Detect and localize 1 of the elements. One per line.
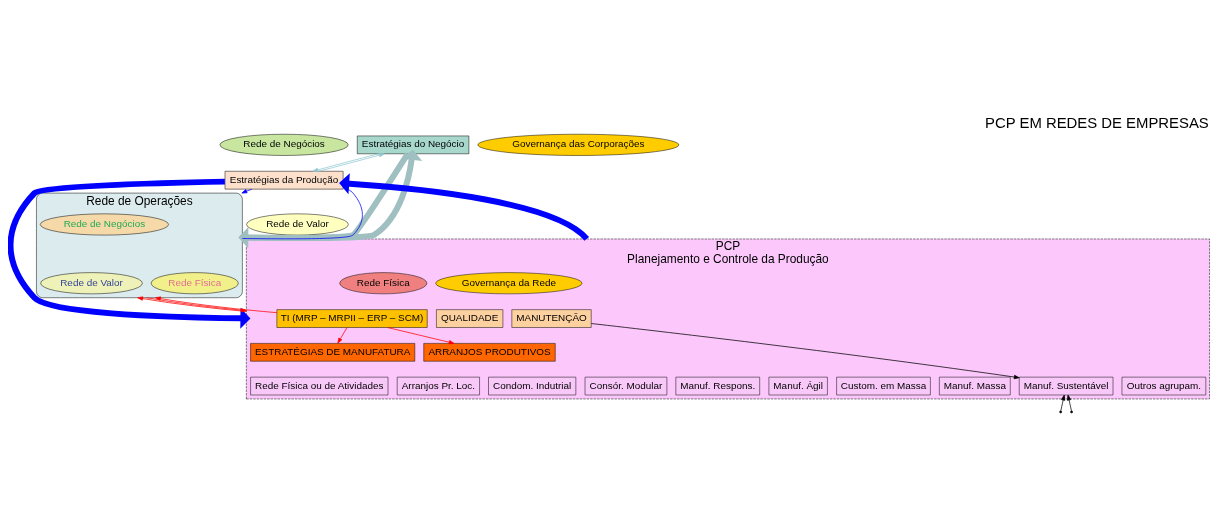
- diagram-title: PCP EM REDES DE EMPRESAS: [985, 114, 1209, 131]
